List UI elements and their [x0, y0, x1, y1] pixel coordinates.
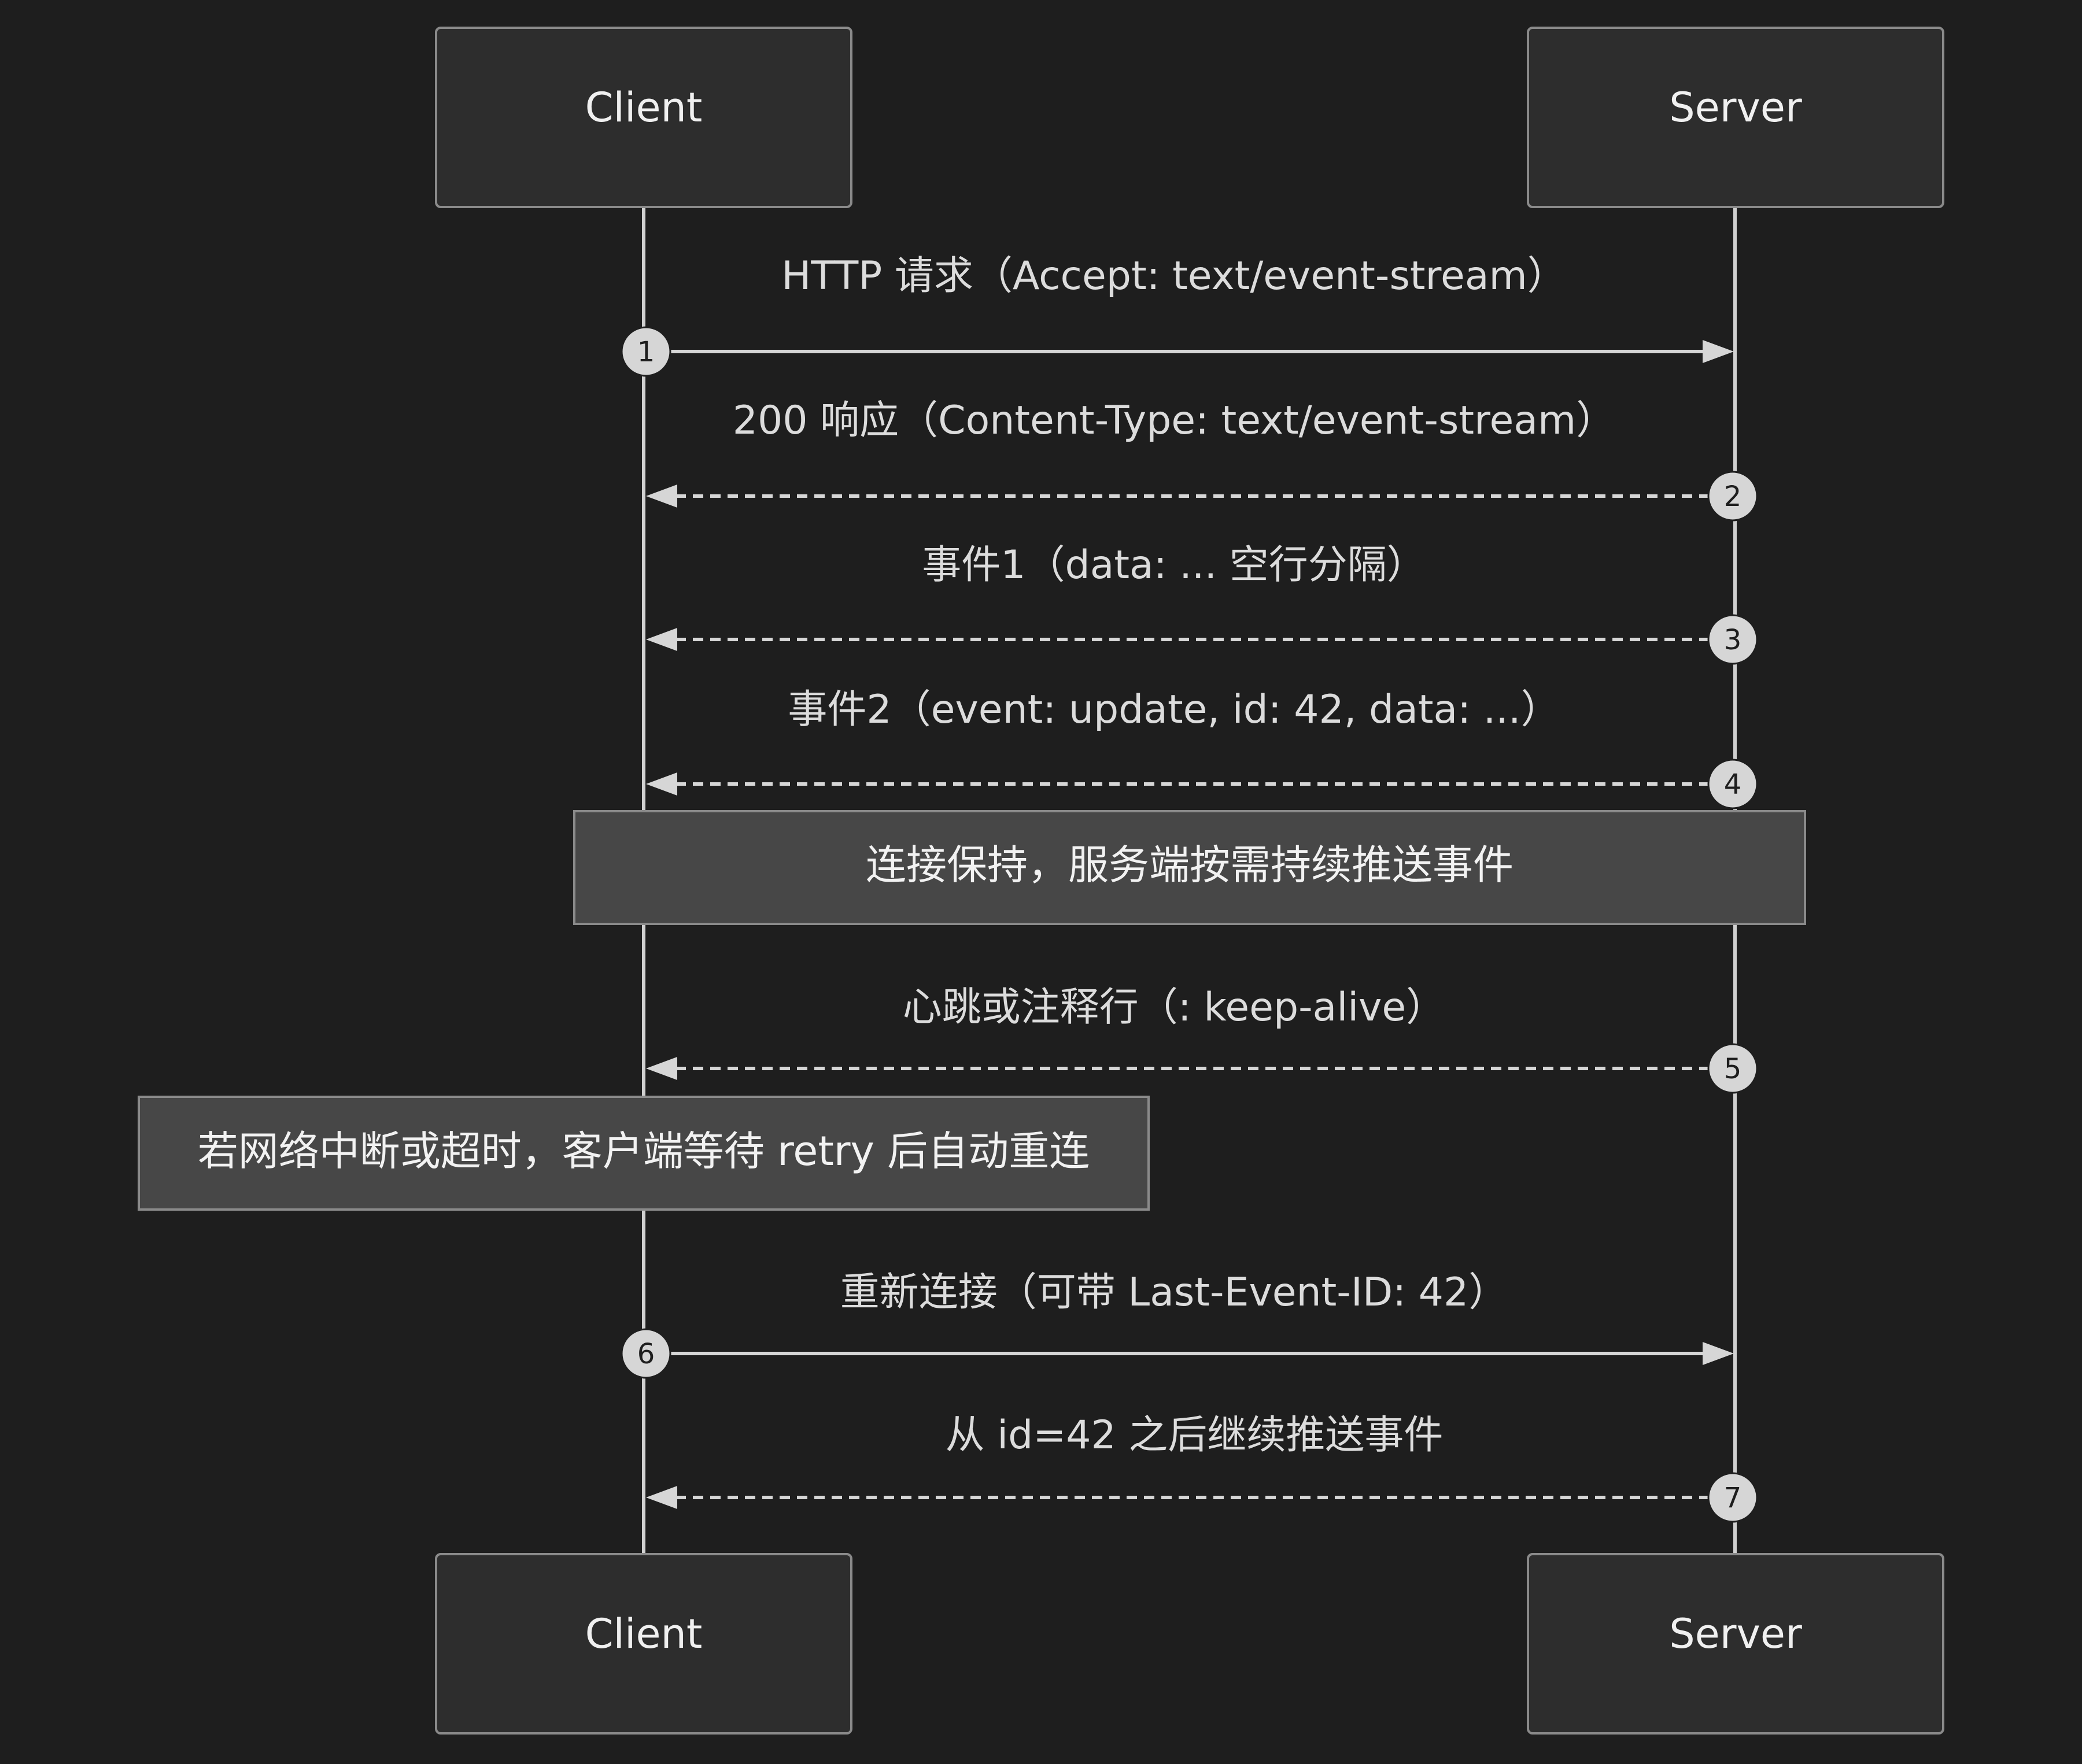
note-keep-alive: 连接保持，服务端按需持续推送事件 — [573, 810, 1806, 925]
arrowhead — [646, 772, 677, 796]
message-6: 重新连接（可带 Last-Event-ID: 42） 6 — [621, 1270, 1734, 1379]
sequence-number: 3 — [1724, 624, 1742, 656]
participant-label: Client — [585, 84, 703, 131]
client-participant-bottom: Client — [435, 1553, 852, 1735]
sequence-number: 5 — [1724, 1053, 1742, 1085]
arrowhead — [646, 628, 677, 651]
sequence-number-badge — [1707, 1472, 1758, 1523]
message-5: 心跳或注释行（: keep-alive） 5 — [646, 985, 1758, 1094]
arrowhead — [646, 1057, 677, 1080]
message-label: 事件2（event: update, id: 42, data: ...） — [788, 687, 1560, 733]
sequence-number-badge — [621, 326, 671, 377]
participant-label: Client — [585, 1610, 703, 1658]
message-7: 从 id=42 之后继续推送事件 7 — [646, 1412, 1758, 1523]
sequence-number-badge — [1707, 759, 1758, 809]
message-2: 200 响应（Content-Type: text/event-stream） … — [646, 398, 1758, 522]
sequence-number: 2 — [1724, 480, 1742, 513]
message-4: 事件2（event: update, id: 42, data: ...） 4 — [646, 687, 1758, 809]
note-text: 连接保持，服务端按需持续推送事件 — [866, 841, 1513, 889]
message-1: HTTP 请求（Accept: text/event-stream） 1 — [621, 253, 1734, 377]
arrowhead — [1703, 340, 1734, 363]
sequence-number: 7 — [1724, 1482, 1742, 1514]
sequence-number-badge — [1707, 614, 1758, 665]
server-participant-top: Server — [1527, 27, 1944, 208]
arrowhead — [646, 485, 677, 508]
arrowhead — [646, 1486, 677, 1509]
message-3: 事件1（data: ... 空行分隔） 3 — [646, 542, 1758, 665]
sequence-number: 1 — [637, 336, 655, 368]
arrowhead — [1703, 1342, 1734, 1365]
server-participant-bottom: Server — [1527, 1553, 1944, 1735]
participant-label: Server — [1669, 84, 1802, 131]
participant-label: Server — [1669, 1610, 1802, 1658]
sequence-number: 6 — [637, 1338, 655, 1370]
message-label: 从 id=42 之后继续推送事件 — [946, 1412, 1444, 1458]
message-label: 事件1（data: ... 空行分隔） — [922, 542, 1426, 588]
note-text: 若网络中断或超时，客户端等待 retry 后自动重连 — [198, 1127, 1090, 1175]
sequence-number-badge — [1707, 471, 1758, 522]
message-label: 心跳或注释行（: keep-alive） — [903, 985, 1445, 1030]
message-label: 重新连接（可带 Last-Event-ID: 42） — [840, 1270, 1508, 1315]
sequence-number-badge — [621, 1328, 671, 1379]
note-reconnect: 若网络中断或超时，客户端等待 retry 后自动重连 — [138, 1096, 1150, 1211]
sequence-number-badge — [1707, 1043, 1758, 1094]
client-participant-top: Client — [435, 27, 852, 208]
sequence-number: 4 — [1724, 768, 1742, 801]
message-label: 200 响应（Content-Type: text/event-stream） — [733, 398, 1615, 443]
message-label: HTTP 请求（Accept: text/event-stream） — [781, 253, 1567, 299]
